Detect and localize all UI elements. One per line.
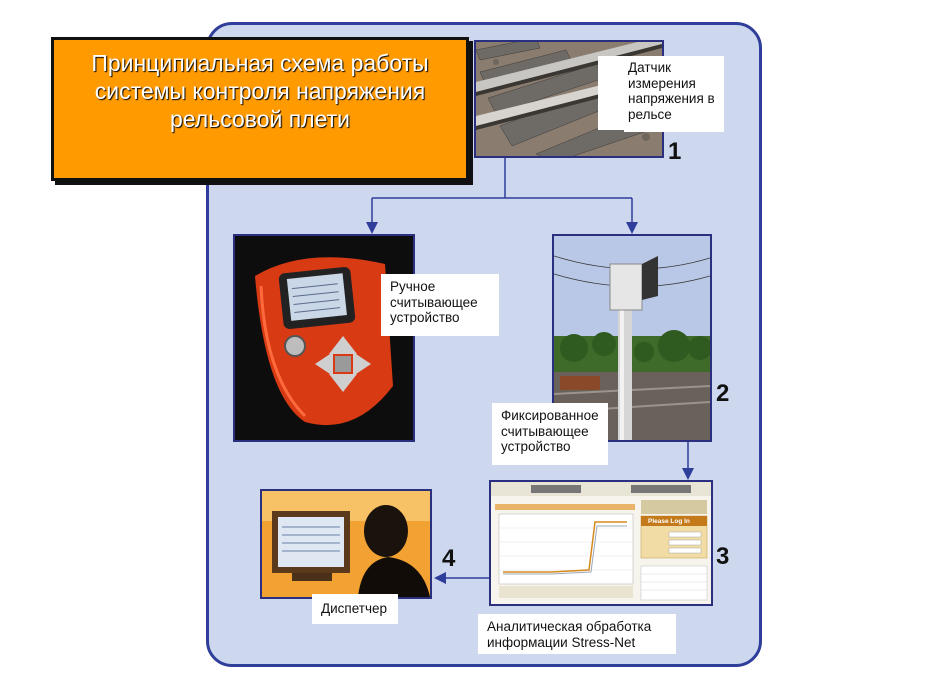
diagram-title: Принципиальная схема работы системы конт… — [91, 50, 429, 132]
stress-net-screen-photo: Please Log In — [489, 480, 713, 606]
fixed-reader-label: Фиксированное считывающее устройство — [492, 403, 608, 465]
step-number-2: 2 — [716, 380, 730, 407]
fixed-reader-pole-photo — [552, 234, 712, 442]
step-number-4: 4 — [442, 545, 456, 572]
step-number-3: 3 — [716, 543, 730, 570]
sensor-label: Датчик измерения напряжения в рельсе — [624, 56, 724, 132]
login-title: Please Log In — [648, 518, 690, 525]
title-box: Принципиальная схема работы системы конт… — [51, 37, 469, 181]
step-number-1: 1 — [668, 138, 682, 165]
dispatcher-photo — [260, 489, 432, 599]
handheld-label: Ручное считывающее устройство — [381, 274, 499, 336]
analysis-label: Аналитическая обработка информации Stres… — [478, 614, 676, 654]
dispatcher-label: Диспетчер — [312, 594, 398, 624]
handheld-reader-photo — [233, 234, 415, 442]
